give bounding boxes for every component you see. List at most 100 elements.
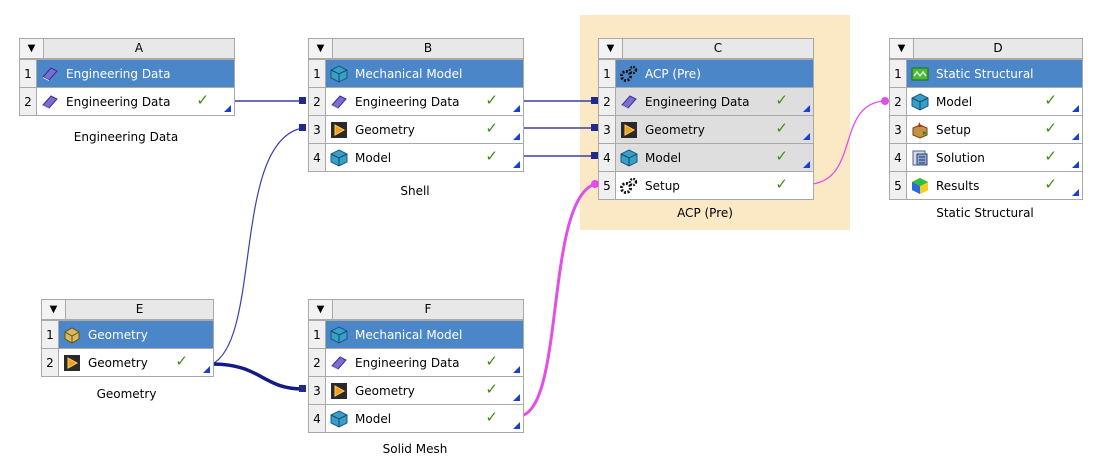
system-f[interactable]: ▼ F 1 Mechanical Model 2 Engineering Dat… xyxy=(308,299,524,433)
system-e[interactable]: ▼ E 1 Geometry 2 Geometry ✓ xyxy=(41,299,214,377)
collapse-arrow-icon[interactable]: ▼ xyxy=(309,39,333,58)
check-icon: ✓ xyxy=(175,352,188,370)
port-c3[interactable] xyxy=(591,124,598,131)
port-b2[interactable] xyxy=(299,97,306,104)
system-d[interactable]: ▼ D 1 Static Structural 2 Model ✓ 3 Setu… xyxy=(889,38,1083,200)
collapse-arrow-icon[interactable]: ▼ xyxy=(20,39,44,58)
system-caption[interactable]: ACP (Pre) xyxy=(677,206,733,220)
geometry-icon xyxy=(621,121,637,138)
row-number: 2 xyxy=(599,88,616,115)
cell-engineering-data[interactable]: 2 Engineering Data ✓ xyxy=(599,87,813,115)
system-c[interactable]: ▼ C 1 ACP (Pre) 2 Engineering Data ✓ 3 G… xyxy=(598,38,814,200)
static-structural-icon xyxy=(911,67,929,80)
corner-icon xyxy=(803,161,810,168)
system-caption[interactable]: Static Structural xyxy=(936,206,1034,220)
mesh-cube-icon xyxy=(330,64,348,83)
cell-results[interactable]: 5 Results ✓ xyxy=(890,171,1082,199)
row-number: 1 xyxy=(20,60,37,87)
cell-geometry[interactable]: 3 Geometry ✓ xyxy=(599,115,813,143)
system-letter: D xyxy=(993,41,1003,55)
port-c4[interactable] xyxy=(591,152,598,159)
cell-engineering-data[interactable]: 2 Engineering Data ✓ xyxy=(309,87,523,115)
book-icon xyxy=(331,94,347,109)
check-icon: ✓ xyxy=(1044,91,1057,109)
port-b3[interactable] xyxy=(299,124,306,131)
system-title-row[interactable]: 1 Mechanical Model xyxy=(309,320,523,348)
check-icon: ✓ xyxy=(1044,119,1057,137)
system-title-row[interactable]: 1 Engineering Data xyxy=(20,59,234,87)
check-icon: ✓ xyxy=(1044,175,1057,193)
port-f3[interactable] xyxy=(299,385,306,392)
row-label: Engineering Data xyxy=(355,94,460,109)
system-caption[interactable]: Geometry xyxy=(96,387,157,401)
cell-setup[interactable]: 5 Setup ✓ xyxy=(599,171,813,199)
cell-geometry[interactable]: 3 Geometry ✓ xyxy=(309,376,523,404)
setup-icon xyxy=(912,121,928,139)
collapse-arrow-icon[interactable]: ▼ xyxy=(309,300,333,319)
row-number: 2 xyxy=(309,349,326,376)
row-label: Model xyxy=(355,411,392,426)
row-number: 1 xyxy=(599,60,616,87)
row-label: Engineering Data xyxy=(66,94,171,109)
gear-icon xyxy=(620,177,638,194)
check-icon: ✓ xyxy=(485,352,498,370)
cell-model[interactable]: 4 Model ✓ xyxy=(309,404,523,432)
cell-engineering-data[interactable]: 2 Engineering Data ✓ xyxy=(309,348,523,376)
cell-geometry[interactable]: 2 Geometry ✓ xyxy=(42,348,213,376)
row-label: ACP (Pre) xyxy=(645,66,701,81)
check-icon: ✓ xyxy=(485,91,498,109)
results-icon xyxy=(912,177,928,194)
system-header: ▼ D xyxy=(890,39,1082,59)
system-letter: A xyxy=(134,41,144,55)
collapse-arrow-icon[interactable]: ▼ xyxy=(890,39,914,58)
row-label: Geometry xyxy=(355,122,415,137)
port-c2[interactable] xyxy=(591,97,598,104)
row-number: 2 xyxy=(890,88,907,115)
port-d2[interactable] xyxy=(881,97,889,105)
check-icon: ✓ xyxy=(485,147,498,165)
cell-geometry[interactable]: 3 Geometry ✓ xyxy=(309,115,523,143)
collapse-arrow-icon[interactable]: ▼ xyxy=(599,39,623,58)
mesh-cube-icon xyxy=(330,409,348,428)
system-letter: C xyxy=(713,41,723,55)
corner-icon xyxy=(1072,105,1079,112)
system-caption[interactable]: Shell xyxy=(400,184,430,198)
cell-solution[interactable]: 4 Solution ✓ xyxy=(890,143,1082,171)
row-number: 2 xyxy=(309,88,326,115)
row-label: Engineering Data xyxy=(355,355,460,370)
check-icon: ✓ xyxy=(775,147,788,165)
check-icon: ✓ xyxy=(485,408,498,426)
system-title-row[interactable]: 1 Geometry xyxy=(42,320,213,348)
system-caption[interactable]: Engineering Data xyxy=(73,130,179,144)
cell-model[interactable]: 4 Model ✓ xyxy=(599,143,813,171)
book-icon xyxy=(42,94,58,109)
geometry-icon xyxy=(331,121,347,138)
system-title-row[interactable]: 1 ACP (Pre) xyxy=(599,59,813,87)
system-header: ▼ C xyxy=(599,39,813,59)
check-icon: ✓ xyxy=(485,119,498,137)
row-number: 1 xyxy=(309,60,326,87)
system-title-row[interactable]: 1 Mechanical Model xyxy=(309,59,523,87)
row-number: 5 xyxy=(890,172,907,199)
system-header: ▼ E xyxy=(42,300,213,320)
system-title-row[interactable]: 1 Static Structural xyxy=(890,59,1082,87)
system-a[interactable]: ▼ A 1 Engineering Data 2 Engineering Dat… xyxy=(19,38,235,116)
row-number: 3 xyxy=(309,116,326,143)
check-icon: ✓ xyxy=(775,91,788,109)
port-c5[interactable] xyxy=(591,180,599,188)
system-header: ▼ F xyxy=(309,300,523,320)
check-icon: ✓ xyxy=(485,380,498,398)
row-label: Geometry xyxy=(355,383,415,398)
system-b[interactable]: ▼ B 1 Mechanical Model 2 Engineering Dat… xyxy=(308,38,524,172)
cell-engineering-data[interactable]: 2 Engineering Data ✓ xyxy=(20,87,234,115)
cell-model[interactable]: 2 Model ✓ xyxy=(890,87,1082,115)
cell-setup[interactable]: 3 Setup ✓ xyxy=(890,115,1082,143)
system-caption[interactable]: Solid Mesh xyxy=(382,442,448,456)
mesh-cube-icon xyxy=(330,325,348,344)
cell-model[interactable]: 4 Model ✓ xyxy=(309,143,523,171)
row-number: 3 xyxy=(599,116,616,143)
row-label: Static Structural xyxy=(936,66,1034,81)
corner-icon xyxy=(513,105,520,112)
row-label: Geometry xyxy=(88,355,148,370)
collapse-arrow-icon[interactable]: ▼ xyxy=(42,300,66,319)
